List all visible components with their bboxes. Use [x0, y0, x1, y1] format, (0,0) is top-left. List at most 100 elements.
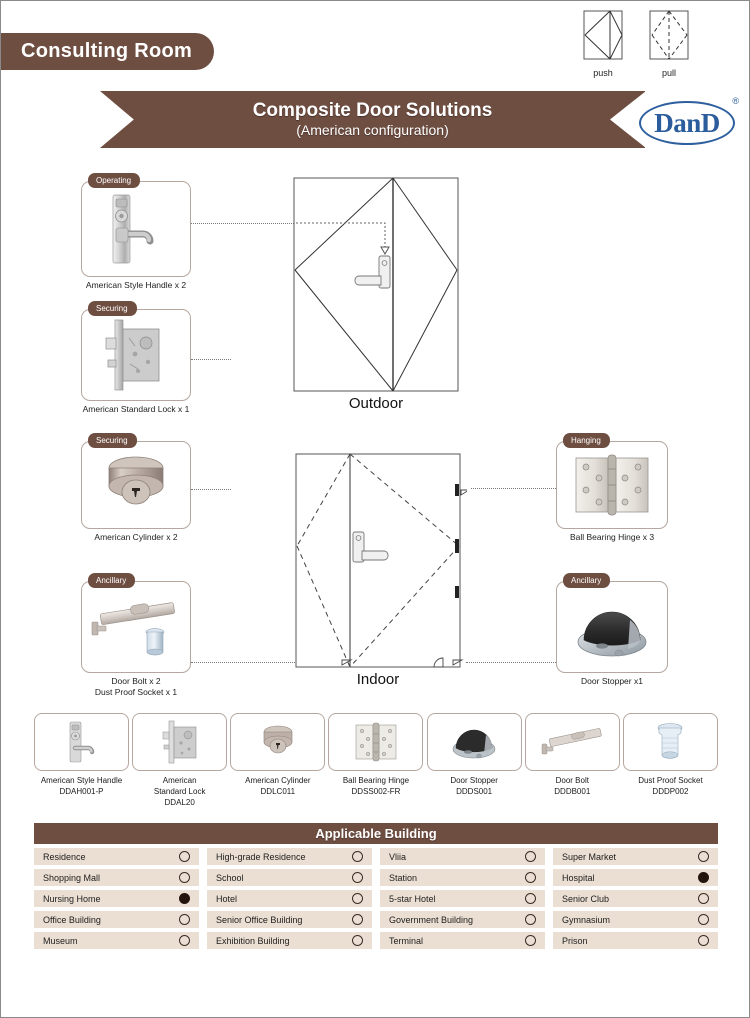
radio-unselected-icon[interactable]: [352, 893, 363, 904]
applicable-building-item[interactable]: High-grade Residence: [207, 848, 372, 865]
american-style-handle-icon: [82, 182, 190, 276]
product-thumb: [328, 713, 424, 771]
applicable-building-item[interactable]: Senior Club: [553, 890, 718, 907]
applicable-building-item[interactable]: School: [207, 869, 372, 886]
applicable-building-item[interactable]: Government Building: [380, 911, 545, 928]
product-item[interactable]: Door Stopper DDDS001: [426, 713, 522, 808]
radio-unselected-icon[interactable]: [525, 893, 536, 904]
product-item[interactable]: American Standard Lock DDAL20: [132, 713, 228, 808]
applicable-building-item[interactable]: Prison: [553, 932, 718, 949]
radio-selected-icon[interactable]: [179, 893, 190, 904]
indoor-door-svg: [295, 453, 471, 668]
applicable-building-item[interactable]: Residence: [34, 848, 199, 865]
applicable-building-item[interactable]: Gymnasium: [553, 911, 718, 928]
applicable-building-item[interactable]: Nursing Home: [34, 890, 199, 907]
callout-box: Operating: [81, 173, 191, 277]
product-model: DDDP002: [652, 786, 689, 796]
brand-logo: DanD ®: [639, 96, 739, 145]
radio-unselected-icon[interactable]: [525, 914, 536, 925]
radio-unselected-icon[interactable]: [179, 872, 190, 883]
radio-unselected-icon[interactable]: [698, 914, 709, 925]
applicable-building-grid: Residence High-grade Residence Vliia Super …: [34, 848, 718, 949]
applicable-building-label: Hotel: [216, 893, 238, 904]
radio-unselected-icon[interactable]: [352, 851, 363, 862]
applicable-building-label: Government Building: [389, 914, 474, 925]
applicable-building-label: Senior Club: [562, 893, 610, 904]
applicable-building-item[interactable]: Shopping Mall: [34, 869, 199, 886]
applicable-building-item[interactable]: Super Market: [553, 848, 718, 865]
applicable-building-label: Museum: [43, 935, 78, 946]
product-name: Door Stopper: [450, 776, 498, 785]
applicable-building-item[interactable]: Terminal: [380, 932, 545, 949]
radio-unselected-icon[interactable]: [179, 935, 190, 946]
applicable-building-item[interactable]: Exhibition Building: [207, 932, 372, 949]
product-strip: American Style Handle DDAH001-P American…: [34, 713, 718, 808]
applicable-building-item[interactable]: Senior Office Building: [207, 911, 372, 928]
applicable-building-item[interactable]: Office Building: [34, 911, 199, 928]
product-item[interactable]: Door Bolt DDDB001: [524, 713, 620, 808]
radio-unselected-icon[interactable]: [352, 935, 363, 946]
title-banner-body: Composite Door Solutions (American confi…: [100, 91, 645, 148]
product-thumb: [34, 713, 129, 771]
applicable-building-label: Gymnasium: [562, 914, 611, 925]
radio-unselected-icon[interactable]: [698, 851, 709, 862]
banner-subtitle: (American configuration): [296, 121, 449, 138]
leader-bolt: [191, 662, 301, 663]
legend-item-pull: pull: [645, 9, 693, 78]
applicable-building-item[interactable]: Vliia: [380, 848, 545, 865]
applicable-building-label: Hospital: [562, 872, 595, 883]
dust-socket-icon: [658, 723, 683, 759]
callout-tag: Hanging: [563, 433, 610, 448]
radio-unselected-icon[interactable]: [698, 935, 709, 946]
product-item[interactable]: Dust Proof Socket DDDP002: [622, 713, 718, 808]
applicable-building-label: Terminal: [389, 935, 424, 946]
applicable-building-section: Applicable Building Residence High-grade …: [34, 823, 718, 949]
callout-box: Ancillary: [556, 573, 668, 673]
registered-mark: ®: [732, 96, 739, 106]
applicable-building-item[interactable]: Hospital: [553, 869, 718, 886]
mortise-lock-icon: [162, 720, 196, 764]
radio-unselected-icon[interactable]: [179, 914, 190, 925]
radio-unselected-icon[interactable]: [525, 851, 536, 862]
applicable-building-label: School: [216, 872, 244, 883]
applicable-building-label: Office Building: [43, 914, 101, 925]
applicable-building-label: Vliia: [389, 851, 407, 862]
callout-american-standard-lock: Securing: [81, 301, 191, 415]
applicable-building-label: Nursing Home: [43, 893, 101, 904]
door-bolt-and-dust-socket-icon: [82, 582, 190, 672]
radio-unselected-icon[interactable]: [698, 893, 709, 904]
applicable-building-label: Station: [389, 872, 418, 883]
product-item[interactable]: American Cylinder DDLC011: [230, 713, 326, 808]
leader-stopper: [466, 662, 556, 663]
room-tab: Consulting Room: [1, 33, 215, 70]
american-standard-lock-icon: [82, 310, 190, 400]
applicable-building-item[interactable]: Station: [380, 869, 545, 886]
radio-unselected-icon[interactable]: [179, 851, 190, 862]
radio-unselected-icon[interactable]: [352, 914, 363, 925]
applicable-building-item[interactable]: Museum: [34, 932, 199, 949]
radio-selected-icon[interactable]: [698, 872, 709, 883]
applicable-building-label: Shopping Mall: [43, 872, 101, 883]
callout-tag: Securing: [88, 433, 137, 448]
radio-unselected-icon[interactable]: [525, 935, 536, 946]
hinge-icon: [355, 722, 397, 762]
product-model: DDDS001: [456, 786, 493, 796]
room-tab-label: Consulting Room: [21, 40, 193, 62]
callout-tag: Securing: [88, 301, 137, 316]
title-banner: Composite Door Solutions (American confi…: [100, 91, 646, 148]
applicable-building-label: High-grade Residence: [216, 851, 306, 862]
product-item[interactable]: American Style Handle DDAH001-P: [34, 713, 129, 808]
applicable-building-title: Applicable Building: [34, 823, 718, 844]
radio-unselected-icon[interactable]: [352, 872, 363, 883]
radio-unselected-icon[interactable]: [525, 872, 536, 883]
callout-caption: Door Bolt x 2 Dust Proof Socket x 1: [94, 676, 178, 698]
callout-box: Securing: [81, 301, 191, 401]
product-model: DDSS002-FR: [351, 786, 401, 796]
product-name: American Style Handle: [40, 776, 123, 785]
product-thumb: [230, 713, 326, 771]
applicable-building-item[interactable]: 5-star Hotel: [380, 890, 545, 907]
applicable-building-item[interactable]: Hotel: [207, 890, 372, 907]
handle-icon: [69, 721, 94, 763]
product-item[interactable]: Ball Bearing Hinge DDSS002-FR: [328, 713, 424, 808]
product-thumb: [622, 713, 718, 771]
